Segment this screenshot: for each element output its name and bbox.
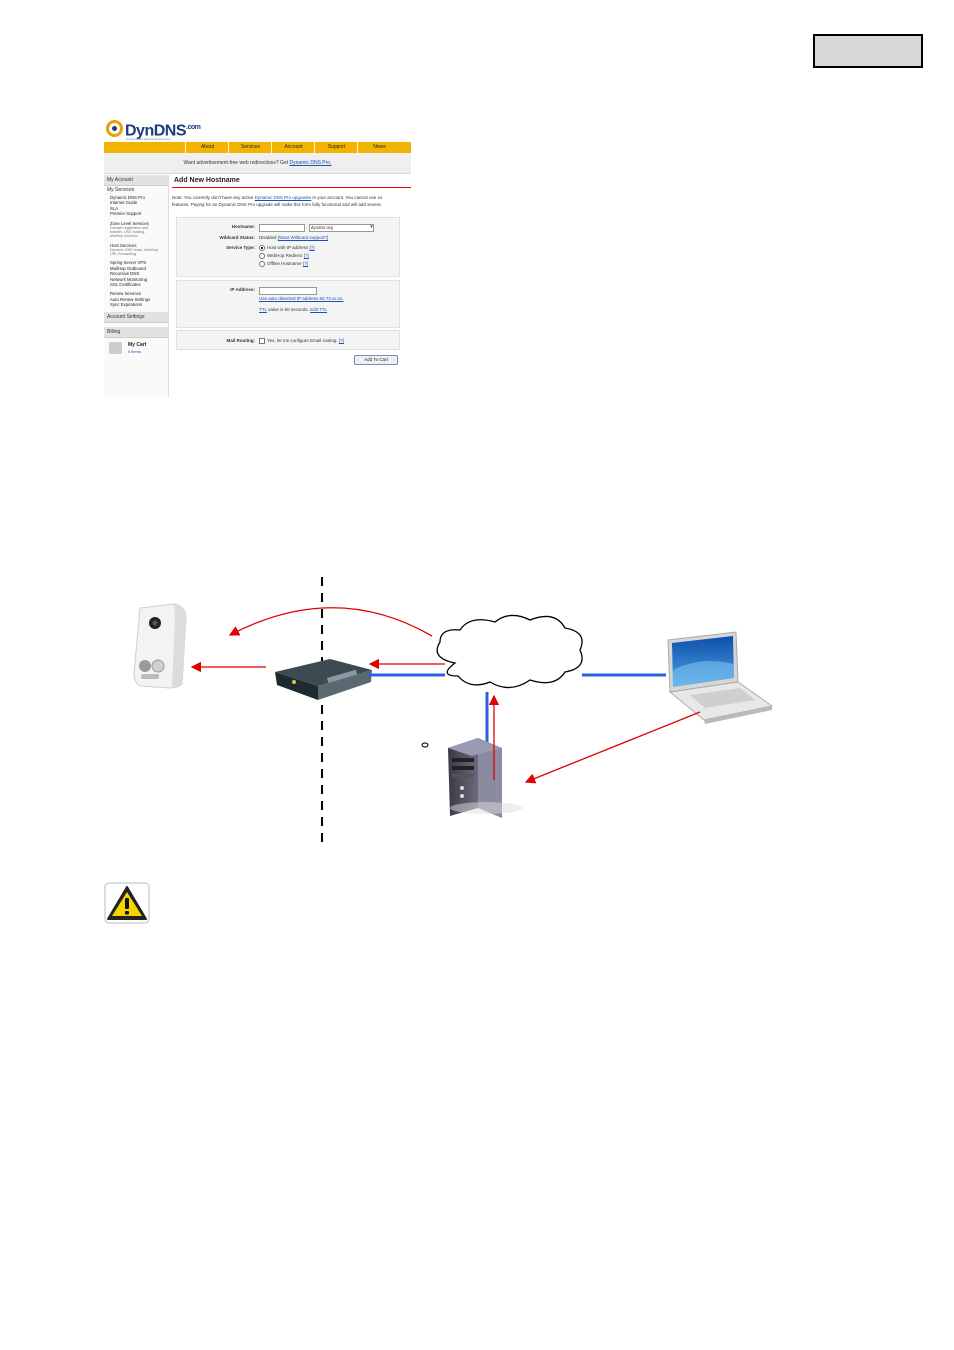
radio-offline[interactable]: [259, 261, 265, 267]
wildcard-value: Disabled: [259, 235, 278, 240]
nav-services[interactable]: Services: [228, 142, 272, 153]
sidebar-item[interactable]: Sync Expirations: [110, 302, 143, 308]
note-line-2: features. Paying for an Dynamic DNS Pro …: [172, 202, 381, 207]
laptop-icon: [667, 631, 774, 724]
promo-banner: Want advertisement-free web redirections…: [104, 153, 411, 174]
sidebar-item[interactable]: Recursive DNS: [110, 271, 140, 277]
my-cart[interactable]: My Cart 0 items: [104, 338, 168, 360]
ttl-link[interactable]: TTL: [259, 307, 267, 312]
warning-icon: [104, 882, 150, 924]
sidebar-desc: Dynamic DNS hosts, WebHop: [110, 248, 159, 253]
sidebar-desc: MailHop services: [110, 234, 138, 239]
sidebar-item[interactable]: Renew Services: [110, 291, 142, 297]
mail-routing-label: Mail Routing:: [226, 338, 256, 343]
sidebar-desc: URL Forwarding: [110, 252, 137, 257]
help-link[interactable]: [?]: [302, 261, 308, 267]
domain-select[interactable]: dyndns.org: [308, 224, 374, 232]
sidebar-item[interactable]: Internet Guide: [110, 200, 138, 206]
radio-host-ip[interactable]: [259, 245, 265, 251]
sidebar-item[interactable]: Network Monitoring: [110, 276, 148, 282]
sidebar-item[interactable]: SSL Certificates: [110, 282, 141, 288]
network-diagram: [133, 577, 774, 842]
wildcard-label: Wildcard Status:: [219, 235, 255, 240]
cart-icon: [109, 341, 122, 354]
sidebar-account-settings[interactable]: Account Settings: [104, 311, 168, 323]
mail-routing-checkbox[interactable]: [259, 338, 265, 344]
sidebar-item[interactable]: Auto Renew Settings: [110, 296, 151, 302]
router-icon: [275, 659, 372, 700]
hostname-input[interactable]: [259, 224, 305, 232]
sidebar: My Account My Services Dynamic DNS Pro I…: [104, 175, 169, 397]
sidebar-item-host[interactable]: Host Services: [110, 242, 137, 248]
service-type-label: Service Type:: [226, 245, 255, 250]
sidebar-billing[interactable]: Billing: [104, 326, 168, 338]
nav-news[interactable]: News: [357, 142, 401, 153]
help-link[interactable]: [?]: [309, 245, 315, 251]
radio-webhop[interactable]: [259, 253, 265, 259]
main-content: Add New Hostname Note: You currently don…: [172, 175, 411, 350]
ip-address-input[interactable]: [259, 287, 317, 295]
promo-link[interactable]: Dynamic DNS Pro.: [289, 160, 332, 166]
sidebar-item[interactable]: SLA: [110, 205, 119, 211]
help-link[interactable]: [?]: [303, 253, 309, 259]
sidebar-item[interactable]: Dynamic DNS Pro: [110, 195, 145, 200]
note-line-1: Note: You currently don't have any activ…: [172, 195, 383, 200]
auto-ip-link[interactable]: Use auto detected IP address 82.73.xx.xx…: [259, 296, 344, 301]
cart-title: My Cart: [128, 341, 147, 348]
hostname-panel: Hostname: . dyndns.org Wildcard Status: …: [176, 217, 400, 277]
dyndns-screenshot: DynDNS.com by Dynamic Network Services I…: [104, 112, 411, 397]
sidebar-item[interactable]: Premier Support: [110, 211, 142, 217]
edit-ttl-link[interactable]: Edit TTL: [310, 307, 328, 312]
sidebar-my-services[interactable]: My Services: [107, 187, 135, 193]
laptop-to-server-arrow: [524, 711, 701, 784]
dyndns-logo: DynDNS.com by Dynamic Network Services I…: [106, 118, 201, 144]
logo-text: DynDNS.com: [125, 122, 201, 140]
nav-support[interactable]: Support: [314, 142, 358, 153]
logo-tagline: by Dynamic Network Services Inc.: [126, 137, 172, 141]
sidebar-my-account[interactable]: My Account: [104, 175, 168, 186]
internet-cloud-icon: [436, 614, 583, 689]
ip-panel: IP Address: Use auto detected IP address…: [176, 280, 400, 328]
internet-to-camera-arrow: [228, 607, 433, 637]
nav-about[interactable]: About: [185, 142, 229, 153]
sidebar-item[interactable]: MailHop Outbound: [110, 265, 146, 271]
ip-address-label: IP Address:: [230, 287, 255, 292]
pro-upgrades-link[interactable]: Dynamic DNS Pro upgrades: [254, 195, 312, 200]
promo-text: Want advertisement-free web redirections…: [183, 160, 290, 166]
help-link[interactable]: [?]: [338, 338, 344, 344]
top-navigation: About Services Account Support News: [104, 142, 411, 153]
mail-panel: Mail Routing: Yes, let me configure Emai…: [176, 330, 400, 350]
wildcard-link[interactable]: [Want Wildcard support?]: [277, 235, 329, 240]
cart-items[interactable]: 0 items: [128, 348, 141, 354]
sidebar-desc: transfer, DNS hosting,: [110, 230, 146, 235]
camera-icon: [133, 603, 187, 689]
server-icon: [448, 738, 522, 818]
sidebar-desc: Domain registration and: [110, 226, 149, 231]
nav-account[interactable]: Account: [271, 142, 315, 153]
hostname-label: Hostname:: [231, 224, 255, 229]
sidebar-item[interactable]: Spring Server VPS: [110, 260, 147, 266]
add-to-cart-button[interactable]: Add To Cart: [354, 355, 398, 365]
dyndns-logo-icon: [106, 120, 123, 137]
sidebar-item-zone[interactable]: Zone Level Services: [110, 220, 149, 226]
server-label-marker: [421, 742, 429, 748]
page-title: Add New Hostname: [172, 175, 411, 188]
language-label-box: [813, 34, 923, 68]
